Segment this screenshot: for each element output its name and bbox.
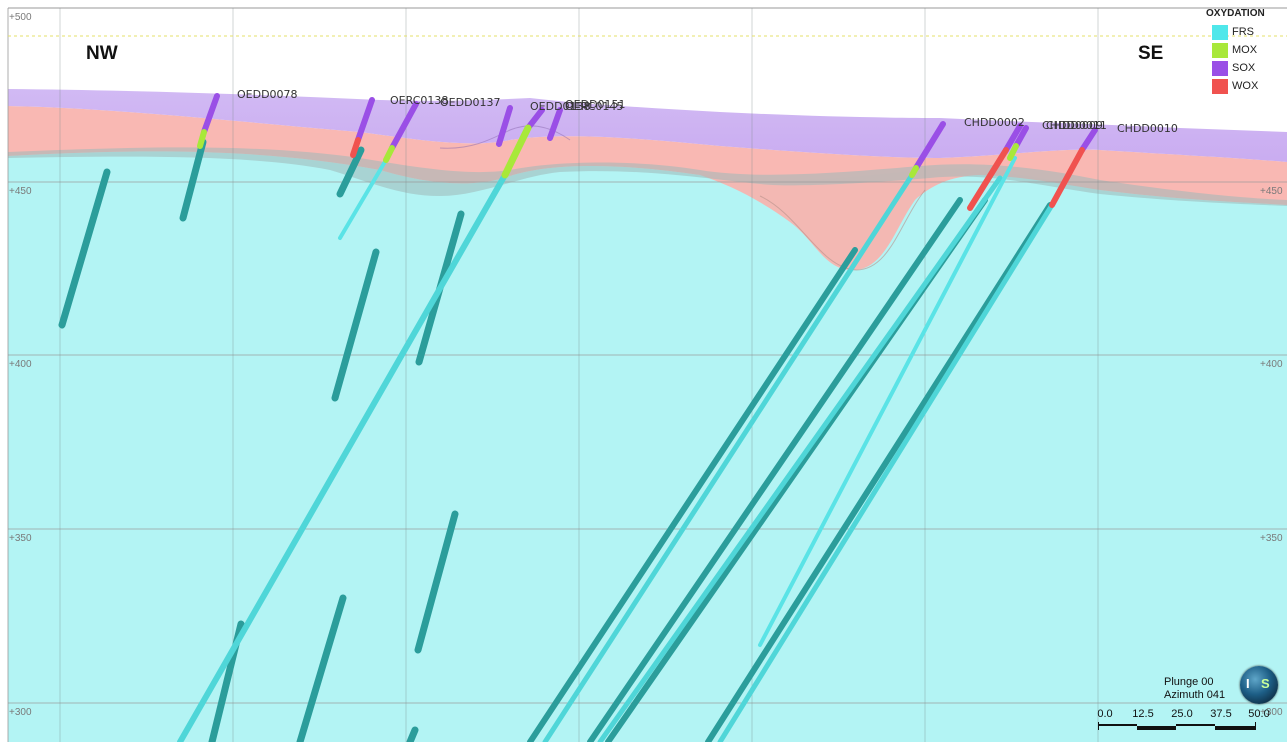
label-oedd0138[interactable]: OEDD0138 bbox=[530, 100, 591, 113]
elev-right-450: +450 bbox=[1260, 186, 1283, 197]
collar-chdd0002-mox[interactable] bbox=[909, 165, 919, 178]
hole-collar-segments bbox=[197, 93, 1098, 211]
deep-hole-1[interactable] bbox=[527, 247, 858, 742]
hole-oedd0151-frs[interactable] bbox=[542, 172, 915, 742]
direction-nw: NW bbox=[86, 43, 118, 64]
collar-oerc0145-mox[interactable] bbox=[501, 124, 532, 179]
label-oedd0137[interactable]: OEDD0137 bbox=[440, 96, 501, 109]
bg-hole-3[interactable] bbox=[336, 146, 365, 198]
scale-seg-2 bbox=[1137, 726, 1176, 730]
bg-hole-2[interactable] bbox=[179, 138, 207, 222]
foreground-drillholes bbox=[177, 156, 1055, 742]
plunge-readout: Plunge 00 bbox=[1164, 676, 1214, 688]
elev-left-400: +400 bbox=[9, 359, 32, 370]
legend-item-frs[interactable]: FRS bbox=[1212, 23, 1282, 41]
legend-item-mox[interactable]: MOX bbox=[1212, 41, 1282, 59]
collar-oedd0137-mox[interactable] bbox=[383, 145, 395, 163]
scale-seg-1 bbox=[1098, 724, 1137, 726]
frs-zone bbox=[8, 151, 1287, 742]
label-chdd0009[interactable]: CHDD0009 bbox=[1042, 119, 1103, 132]
label-oerc0145[interactable]: OERC0145 bbox=[565, 100, 623, 113]
hole-oerc0138-frs[interactable] bbox=[338, 158, 388, 240]
elev-right-350: +350 bbox=[1260, 533, 1283, 544]
drillhole-labels: OEDD0078 OERC0138 OEDD0137 OEDD0138 OERC… bbox=[237, 88, 1178, 135]
label-chdd0011[interactable]: CHDD0011 bbox=[1046, 119, 1107, 132]
elev-left-300: +300 bbox=[9, 707, 32, 718]
scale-tick-3: 37.5 bbox=[1210, 708, 1232, 720]
view-orientation: Plunge 00 Azimuth 041 bbox=[1164, 676, 1225, 702]
frs-swatch bbox=[1212, 24, 1228, 40]
label-oedd0078[interactable]: OEDD0078 bbox=[237, 88, 298, 101]
hole-oedd0137-frs[interactable] bbox=[177, 172, 508, 742]
hole-chdd0010-frs[interactable] bbox=[717, 202, 1055, 742]
collar-oedd0138-sox[interactable] bbox=[496, 105, 513, 147]
legend-label-mox: MOX bbox=[1232, 44, 1258, 56]
elev-left-500: +500 bbox=[9, 12, 32, 23]
legend-item-sox[interactable]: SOX bbox=[1212, 59, 1282, 77]
elevation-labels: +500 +450 +450 +400 +400 +350 +350 +300 … bbox=[9, 12, 1283, 718]
mox-swatch bbox=[1212, 42, 1228, 58]
collar-oedd0137-sox[interactable] bbox=[389, 101, 419, 151]
collar-oerc0145-sox[interactable] bbox=[525, 107, 545, 131]
oxidation-legend: OXYDATION FRS MOX SOX WOX bbox=[1206, 8, 1282, 95]
deep-hole-4[interactable] bbox=[705, 202, 1053, 742]
legend-label-wox: WOX bbox=[1232, 80, 1259, 92]
transition-band bbox=[8, 147, 1287, 206]
collar-chdd0011-mox[interactable] bbox=[1007, 143, 1019, 161]
label-chdd0002[interactable]: CHDD0002 bbox=[964, 116, 1025, 129]
label-oedd0151[interactable]: OEDD0151 bbox=[565, 98, 626, 111]
section-grid bbox=[7, 7, 1287, 742]
label-oerc0138[interactable]: OERC0138 bbox=[390, 94, 448, 107]
label-chdd0010[interactable]: CHDD0010 bbox=[1117, 122, 1178, 135]
bg-hole-7[interactable] bbox=[296, 594, 347, 742]
collar-oerc0138-wox[interactable] bbox=[350, 137, 361, 158]
legend-label-frs: FRS bbox=[1232, 26, 1254, 38]
collar-chdd0009-wox[interactable] bbox=[967, 147, 1009, 211]
elev-right-300: +300 bbox=[1260, 707, 1283, 718]
scale-tick-4: 50.0 bbox=[1248, 708, 1270, 720]
deep-hole-2[interactable] bbox=[587, 197, 963, 742]
collar-oedd0078-sox[interactable] bbox=[201, 93, 220, 135]
scale-tick-2: 25.0 bbox=[1171, 708, 1193, 720]
bg-hole-1[interactable] bbox=[58, 168, 111, 329]
bg-hole-9[interactable] bbox=[406, 726, 419, 742]
elev-right-400: +400 bbox=[1260, 359, 1283, 370]
scale-seg-4 bbox=[1215, 726, 1255, 730]
scale-bar: 0.0 12.5 25.0 37.5 50.0 bbox=[1096, 708, 1276, 736]
elev-left-450: +450 bbox=[9, 186, 32, 197]
hole-chdd0002-frs[interactable] bbox=[597, 175, 1003, 742]
legend-label-sox: SOX bbox=[1232, 62, 1256, 74]
collar-oedd0151-sox[interactable] bbox=[547, 107, 563, 141]
collar-chdd0010-sox[interactable] bbox=[1079, 127, 1098, 153]
bg-hole-6[interactable] bbox=[414, 510, 459, 654]
wox-zone bbox=[8, 106, 1287, 271]
scale-tick-1: 12.5 bbox=[1132, 708, 1154, 720]
legend-title: OXYDATION bbox=[1206, 8, 1265, 19]
collar-oerc0138-sox[interactable] bbox=[355, 97, 375, 143]
scale-seg-3 bbox=[1176, 724, 1215, 726]
sox-swatch bbox=[1212, 60, 1228, 76]
collar-oedd0078-mox[interactable] bbox=[197, 129, 207, 149]
collar-chdd0009-sox[interactable] bbox=[1003, 123, 1023, 153]
collar-chdd0011-sox[interactable] bbox=[1013, 125, 1029, 149]
legend-item-wox[interactable]: WOX bbox=[1212, 77, 1282, 95]
azimuth-readout: Azimuth 041 bbox=[1164, 689, 1226, 701]
scale-tick-0: 0.0 bbox=[1097, 708, 1113, 720]
bg-hole-4[interactable] bbox=[331, 248, 380, 402]
hole-chdd0009-frs[interactable] bbox=[758, 156, 1017, 647]
elev-left-350: +350 bbox=[9, 533, 32, 544]
collar-chdd0002-sox[interactable] bbox=[913, 121, 946, 171]
collar-chdd0010-wox[interactable] bbox=[1049, 147, 1085, 208]
direction-se: SE bbox=[1138, 43, 1163, 64]
wox-swatch bbox=[1212, 78, 1228, 94]
